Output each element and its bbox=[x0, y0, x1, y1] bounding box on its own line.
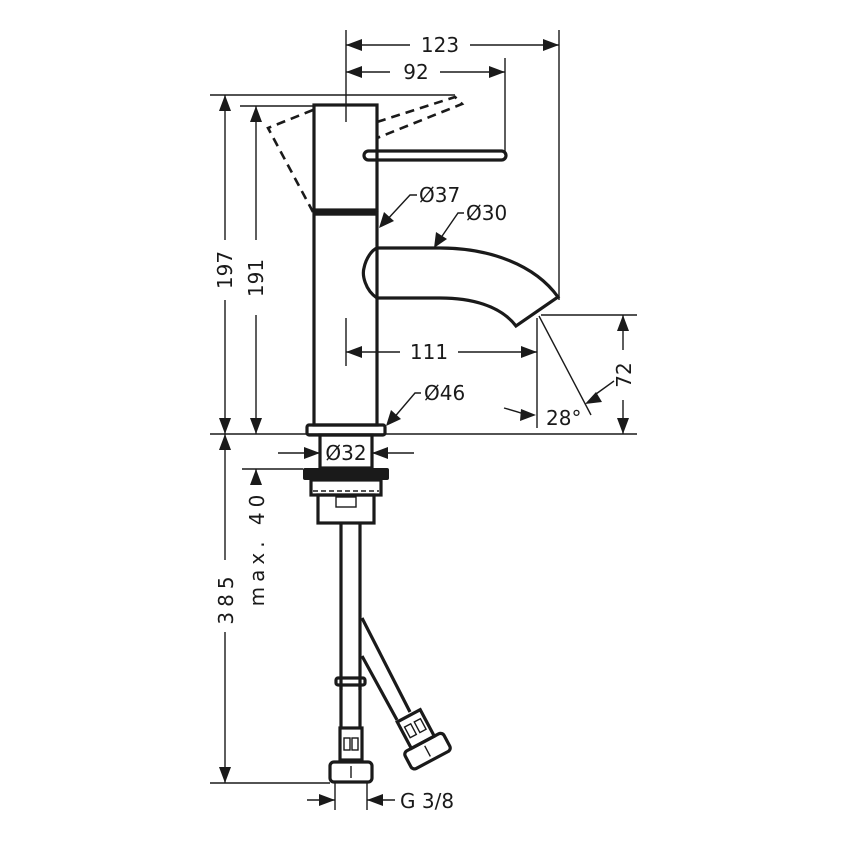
callout-diameter-37: Ø37 bbox=[379, 183, 460, 228]
shank-assembly bbox=[303, 433, 389, 525]
dimension-angle-28: 28° bbox=[503, 315, 615, 430]
dimension-72: 72 bbox=[541, 314, 637, 434]
dimension-123: 123 bbox=[345, 30, 560, 300]
dimension-197: 197 bbox=[210, 94, 455, 434]
faucet-lever-head bbox=[266, 95, 508, 213]
dimension-385: 385 bbox=[210, 434, 330, 784]
dim-overall-reach-label: 123 bbox=[421, 33, 459, 57]
dim-lever-reach-label: 92 bbox=[403, 60, 428, 84]
dim-lever-body-diameter-label: Ø37 bbox=[419, 183, 460, 207]
dimension-max-40: max. 40 bbox=[242, 468, 303, 607]
dim-body-height-label: 191 bbox=[244, 259, 268, 297]
dim-spout-height-label: 72 bbox=[612, 362, 636, 387]
dim-spout-reach-label: 111 bbox=[410, 340, 448, 364]
dimension-thread-g38: G 3/8 bbox=[307, 783, 454, 813]
callout-diameter-30: Ø30 bbox=[434, 201, 507, 248]
faucet-spout bbox=[361, 246, 561, 329]
dim-base-diameter-label: Ø46 bbox=[424, 381, 465, 405]
hose-angled bbox=[360, 617, 452, 771]
dim-shank-diameter-label: Ø32 bbox=[325, 441, 366, 465]
dim-thread-label: G 3/8 bbox=[400, 789, 454, 813]
dimension-92: 92 bbox=[346, 58, 506, 155]
dimension-shank-32: Ø32 bbox=[278, 441, 414, 465]
faucet-body bbox=[312, 209, 379, 427]
dimension-191: 191 bbox=[240, 105, 313, 434]
dim-spout-angle-label: 28° bbox=[546, 406, 581, 430]
dim-spout-diameter-label: Ø30 bbox=[466, 201, 507, 225]
hose-straight bbox=[328, 523, 374, 784]
dim-total-height-label: 197 bbox=[213, 251, 237, 289]
dimension-111: 111 bbox=[345, 318, 538, 428]
callout-diameter-46: Ø46 bbox=[386, 381, 465, 426]
dim-hose-length-label: 385 bbox=[214, 571, 238, 624]
dim-deck-thickness-label: max. 40 bbox=[245, 490, 269, 607]
